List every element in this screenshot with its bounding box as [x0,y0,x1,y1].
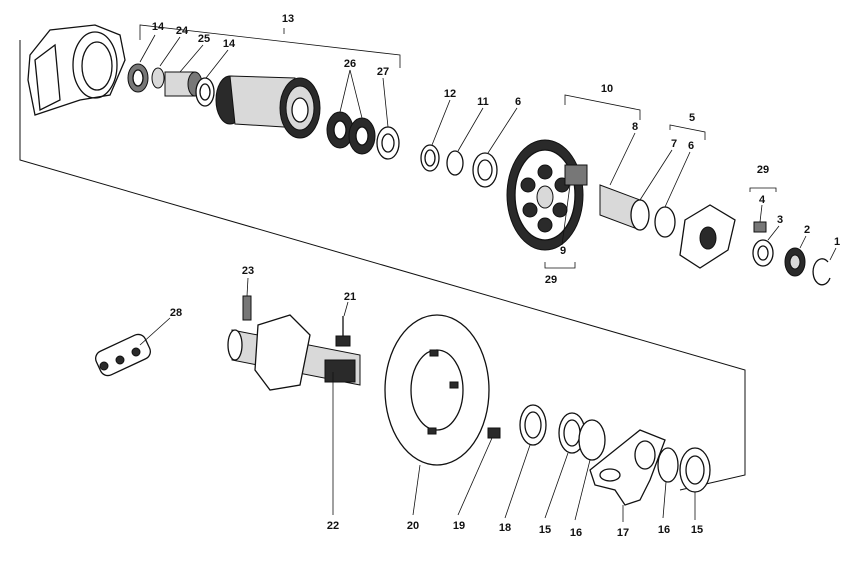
label-16a: 16 [570,527,582,539]
bracket-5 [669,124,706,140]
rear-sprocket-10 [506,139,584,251]
circlip-11 [446,150,464,176]
label-10: 10 [601,83,613,95]
label-2: 2 [804,224,810,236]
label-15a: 15 [539,524,551,536]
washer-3 [752,239,774,267]
washer-6 [472,152,498,188]
label-6b: 6 [688,140,694,152]
label-26: 26 [344,58,356,70]
spacer-8 [599,184,650,231]
rear-axle-22 [227,314,361,391]
bracket-10 [564,94,641,120]
ring-12 [420,144,440,172]
hub-flange-5 [679,204,736,269]
chain-link-28 [95,333,151,377]
swingarm-housing [27,24,126,116]
bracket-29b [544,262,576,269]
stud-23 [242,295,252,321]
label-27: 27 [377,66,389,78]
bearings-26 [326,111,376,155]
circlip-1 [812,258,831,286]
label-6a: 6 [515,96,521,108]
label-25: 25 [198,33,210,45]
label-21: 21 [344,291,356,303]
seal-15b [679,447,711,493]
label-24: 24 [176,25,189,37]
washer-6b [654,206,676,238]
label-29b: 29 [545,274,557,286]
bearing-16a [578,419,606,461]
bolt-4 [753,221,767,233]
label-8: 8 [632,121,638,133]
label-29a: 29 [757,164,769,176]
bracket-13 [139,24,401,68]
nut-2 [784,247,806,277]
label-14a: 14 [152,21,165,33]
label-12: 12 [444,88,456,100]
label-9: 9 [560,245,566,257]
circlip-18 [519,404,547,446]
sprocket-flange-9 [564,164,588,186]
bolt-21 [335,316,351,347]
bracket-29a [749,187,777,192]
label-22: 22 [327,520,339,532]
seal-27 [376,126,400,160]
label-7: 7 [671,138,677,150]
bearing-14-left [127,63,149,93]
brake-disc-20 [384,314,490,466]
bearing-16b [657,447,679,483]
spacer-24 [151,67,165,89]
label-18: 18 [499,522,511,534]
bolt-19 [487,427,501,439]
label-15b: 15 [691,524,703,536]
label-20: 20 [407,520,419,532]
label-4: 4 [759,194,766,206]
label-19: 19 [453,520,465,532]
label-3: 3 [777,214,783,226]
label-11: 11 [477,96,489,108]
label-1: 1 [834,236,840,248]
caliper-bracket-17 [589,429,666,506]
assembly-frame [19,40,746,491]
label-17: 17 [617,527,629,539]
label-23: 23 [242,265,254,277]
label-5: 5 [689,112,695,124]
label-28: 28 [170,307,182,319]
label-13: 13 [282,13,294,25]
label-14b: 14 [223,38,236,50]
bearing-14-right [195,77,215,107]
eccentric-hub-13 [215,75,321,139]
label-16b: 16 [658,524,670,536]
